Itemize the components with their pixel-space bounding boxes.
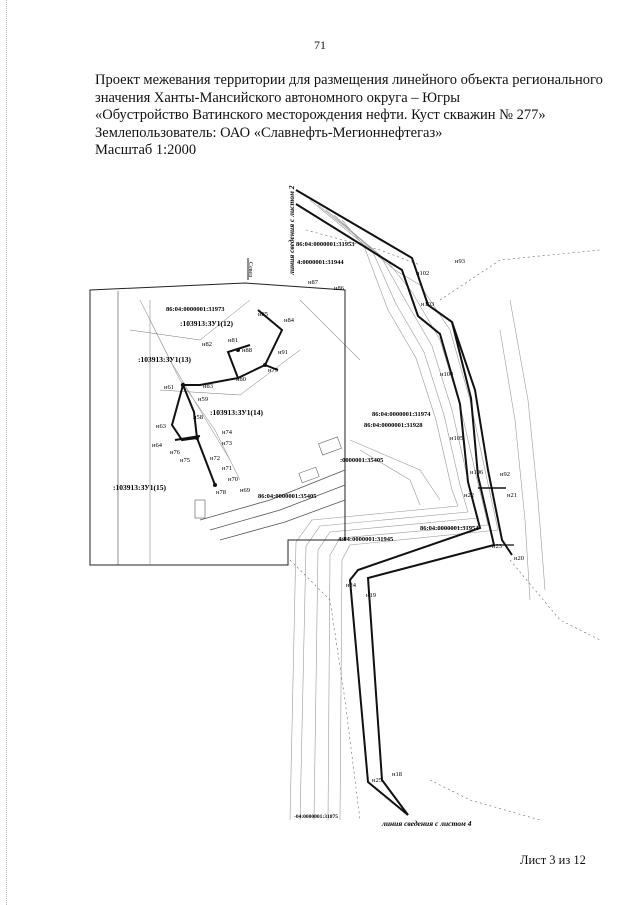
point-n105: н105	[450, 435, 463, 442]
point-n22: н22	[464, 492, 474, 499]
point-n71: н71	[222, 465, 232, 472]
point-n59: н59	[198, 396, 208, 403]
inset-frame	[89, 282, 346, 566]
point-n73: н73	[222, 440, 232, 447]
point-n88: н88	[242, 347, 252, 354]
north-label: Север	[247, 262, 253, 277]
point-n79: н79	[268, 367, 278, 374]
point-labels: н93 н102 н103 н104 н105 н106 н92 н22 н21…	[152, 258, 524, 784]
header-line-4: Землепользователь: ОАО «Славнефть-Мегион…	[95, 124, 443, 141]
parcel-31875: -04:0000001:31875	[294, 814, 338, 820]
point-n93: н93	[455, 258, 465, 265]
header-line-5: Масштаб 1:2000	[95, 142, 197, 158]
point-n104: н104	[440, 371, 454, 378]
point-n83: н83	[203, 383, 213, 390]
parcel-31944: 4:0000001:31944	[297, 259, 344, 266]
parcel-35405b: 86:04:0000001:35405	[258, 493, 317, 500]
point-n91: н91	[278, 349, 288, 356]
point-n102: н102	[416, 270, 429, 277]
parcel-zu13: :103913:ЗУ1(13)	[138, 355, 192, 364]
parcel-labels: 86:04:0000001:31953 4:0000001:31944 86:0…	[113, 241, 479, 820]
header-line-2: значения Ханты-Мансийского автономного о…	[95, 89, 460, 106]
point-n64: н64	[152, 442, 163, 449]
header-line-1: Проект межевания территории для размещен…	[95, 72, 603, 88]
parcel-31928: 86:04:0000001:31928	[364, 422, 423, 429]
point-n18: н18	[392, 771, 402, 778]
point-n19: н19	[366, 592, 376, 599]
parcel-zu14: :103913:ЗУ1(14)	[210, 408, 264, 417]
parcel-31945: 4:04:0000001:31945	[338, 536, 394, 543]
point-n63: н63	[156, 423, 166, 430]
point-n61: н61	[164, 384, 174, 391]
point-n87-a: н87	[308, 279, 319, 286]
parcel-zu15: :103913:ЗУ1(15)	[113, 483, 167, 492]
point-n80: н80	[236, 376, 246, 383]
point-n23: н23	[492, 543, 502, 550]
point-n25: н25	[372, 777, 382, 784]
parcel-31973: 86:04:0000001:31973	[166, 306, 225, 313]
parcel-35405a: :0000001:35405	[340, 457, 384, 464]
contour-lines	[139, 199, 546, 821]
sheet-label: Лист 3 из 12	[520, 853, 586, 867]
allotment-boundary	[295, 189, 514, 816]
point-n82: н82	[202, 341, 212, 348]
point-n24: н24	[346, 582, 357, 589]
point-n103: н103	[421, 301, 434, 308]
point-n106: н106	[470, 469, 484, 476]
dotted-boundaries	[289, 229, 601, 821]
point-n85: н85	[258, 311, 268, 318]
point-n92: н92	[500, 471, 510, 478]
point-n74: н74	[222, 429, 233, 436]
point-n58: н58	[193, 414, 203, 421]
point-n86-a: н86	[334, 285, 345, 292]
point-n69: н69	[240, 487, 250, 494]
match-line-top-label: линия сведения с листом 2	[287, 185, 296, 276]
point-n70: н70	[228, 476, 238, 483]
parcel-31974: 86:04:0000001:31974	[372, 411, 431, 418]
parcel-31954: 86:04:0000001:31954	[420, 525, 479, 532]
point-n78: н78	[216, 489, 226, 496]
point-n20: н20	[514, 555, 524, 562]
point-n75: н75	[180, 457, 190, 464]
page-number: 71	[314, 38, 326, 52]
page-edge-dots	[6, 0, 7, 905]
point-n76: н76	[170, 449, 181, 456]
parcel-31953: 86:04:0000001:31953	[296, 241, 355, 248]
parcel-zu12: :103913:ЗУ1(12)	[180, 319, 234, 328]
point-n84: н84	[284, 317, 295, 324]
north-arrow: Север	[247, 258, 253, 280]
point-n72: н72	[210, 455, 220, 462]
document-header: Проект межевания территории для размещен…	[95, 72, 603, 160]
point-n21: н21	[507, 492, 517, 499]
point-n81: н81	[228, 337, 238, 344]
inset-vertex-markers	[180, 348, 267, 487]
match-line-bottom-label: линия сведения с листом 4	[381, 819, 472, 828]
header-line-3: «Обустройство Ватинского месторождения н…	[95, 107, 546, 123]
